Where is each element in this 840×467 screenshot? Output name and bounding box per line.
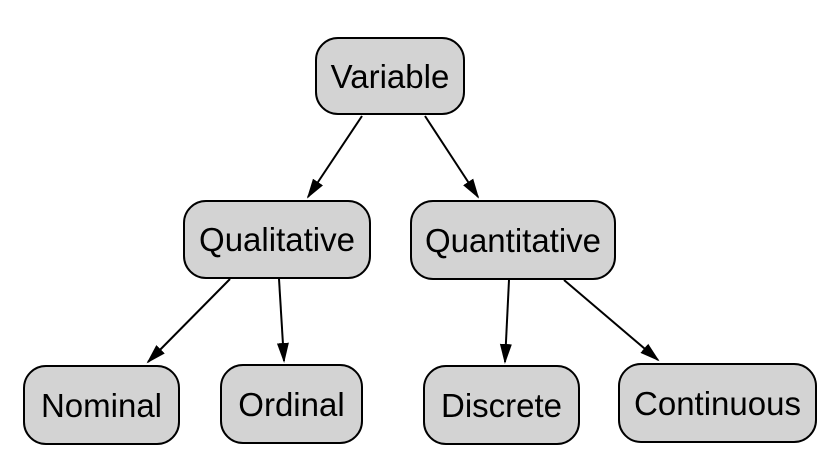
node-qualitative-label: Qualitative xyxy=(199,221,355,258)
edge-variable-qualitative xyxy=(306,115,363,199)
edge-quantitative-continuous xyxy=(563,279,660,362)
node-variable: Variable xyxy=(315,37,465,115)
node-continuous-label: Continuous xyxy=(634,384,801,422)
node-quantitative: Quantitative xyxy=(410,200,616,280)
node-quantitative-label: Quantitative xyxy=(424,221,602,259)
node-ordinal-label: Ordinal xyxy=(238,385,345,423)
node-nominal: Nominal xyxy=(23,365,180,445)
node-variable-label: Variable xyxy=(330,57,450,95)
node-nominal-label: Nominal xyxy=(40,386,163,424)
node-ordinal: Ordinal xyxy=(220,364,363,444)
node-discrete-label: Discrete xyxy=(440,386,563,424)
node-discrete: Discrete xyxy=(423,365,580,445)
edge-variable-quantitative xyxy=(424,115,480,199)
node-qualitative: Qualitative xyxy=(183,200,371,279)
edge-quantitative-discrete xyxy=(499,279,512,364)
edge-qualitative-ordinal xyxy=(276,278,289,363)
node-continuous: Continuous xyxy=(618,363,817,443)
edge-qualitative-nominal xyxy=(146,278,231,364)
